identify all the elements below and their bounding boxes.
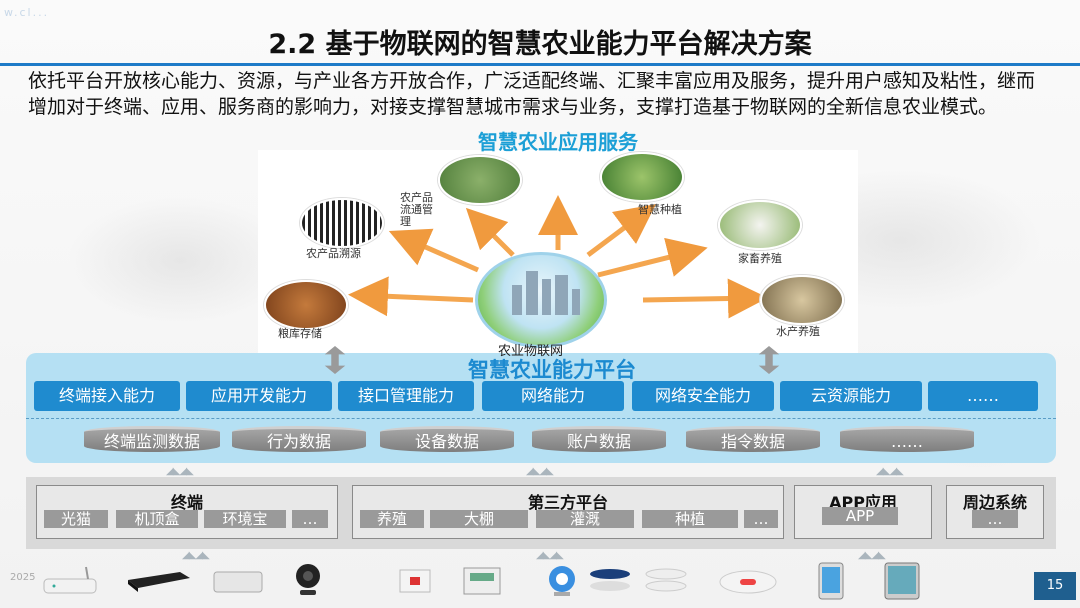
- chip-irrigation: 灌溉: [536, 510, 634, 528]
- capability-network: 网络能力: [482, 381, 624, 411]
- double-arrow-right-icon: [758, 346, 780, 374]
- group-peripheral-title: 周边系统: [962, 493, 1027, 512]
- title-divider: [0, 63, 1080, 66]
- page-title: 2.2 基于物联网的智慧农业能力平台解决方案: [268, 29, 812, 60]
- platform-title: 智慧农业能力平台: [468, 358, 636, 382]
- capability-more: ……: [928, 381, 1038, 411]
- chip-greenhouse: 大棚: [430, 510, 528, 528]
- logistics-photo: [438, 155, 522, 205]
- settop-box-device: [128, 572, 190, 592]
- datastore-command: 指令数据: [686, 426, 820, 452]
- chip-optical-modem: 光猫: [44, 510, 108, 528]
- chip-third-party-more: …: [744, 510, 778, 528]
- node-label-aquaculture: 水产养殖: [776, 325, 820, 338]
- node-label-trace: 农产品溯源: [306, 247, 361, 260]
- signal-icon: ◢◣◢◣: [182, 550, 210, 561]
- node-label-logistics: 农产品流通管理: [400, 191, 433, 228]
- double-arrow-left-icon: [324, 346, 346, 374]
- hub-label: 农业物联网: [498, 344, 564, 359]
- switch-device: [399, 569, 431, 593]
- capability-network-security: 网络安全能力: [632, 381, 774, 411]
- robot-camera-device: [549, 566, 575, 596]
- meter-device: [463, 567, 501, 595]
- planting-photo: [600, 152, 684, 202]
- arrow-to-granary: [348, 276, 474, 317]
- signal-icon: ◢◣◢◣: [536, 550, 564, 561]
- signal-icon: ◢◣◢◣: [876, 466, 904, 477]
- node-label-livestock: 家畜养殖: [738, 252, 782, 265]
- datastore-device: 设备数据: [380, 426, 514, 452]
- arrow-to-livestock: [586, 204, 656, 257]
- signal-icon: ◢◣◢◣: [858, 550, 886, 561]
- signal-icon: ◢◣◢◣: [526, 466, 554, 477]
- iot-hub-globe: [475, 252, 607, 348]
- arrows-graphic: [348, 195, 768, 319]
- chip-terminal-more: …: [292, 510, 328, 528]
- arrow-to-logistics: [465, 207, 515, 257]
- capability-app-dev: 应用开发能力: [186, 381, 332, 411]
- chip-env-device: 环境宝: [204, 510, 286, 528]
- livestock-photo: [718, 200, 802, 250]
- arrow-to-aquaculture-2: [642, 278, 768, 319]
- env-sensor-device: [213, 571, 263, 593]
- illustration-title: 智慧农业应用服务: [478, 130, 638, 154]
- chip-app: APP: [822, 507, 898, 525]
- chip-breeding: 养殖: [360, 510, 424, 528]
- trace-qr-photo: [300, 198, 384, 248]
- intro-paragraph: 依托平台开放核心能力、资源，与产业各方开放合作，广泛适配终端、汇聚丰富应用及服务…: [28, 70, 1036, 118]
- capability-interface-mgmt: 接口管理能力: [338, 381, 474, 411]
- aquaculture-photo: [760, 275, 844, 325]
- signal-icon: ◢◣◢◣: [166, 466, 194, 477]
- alarm-device: [719, 570, 777, 594]
- smartphone-device: [818, 562, 844, 600]
- chip-settop-box: 机顶盒: [116, 510, 198, 528]
- node-label-planting: 智慧种植: [638, 203, 682, 216]
- smoke-detector-devices: [590, 568, 687, 592]
- webcam-device: [296, 564, 320, 595]
- datastore-more: ……: [840, 426, 974, 452]
- arrow-to-trace: [388, 228, 480, 273]
- granary-photo: [264, 280, 348, 330]
- capability-cloud: 云资源能力: [780, 381, 922, 411]
- page-number: 15: [1034, 572, 1076, 600]
- panel-divider: [26, 418, 1056, 419]
- chip-planting: 种植: [642, 510, 738, 528]
- group-third-party-title: 第三方平台: [527, 493, 608, 512]
- datastore-account: 账户数据: [532, 426, 666, 452]
- tablet-device: [884, 562, 920, 600]
- watermark: w.cl...: [4, 6, 50, 19]
- arrow-to-aquaculture: [597, 237, 708, 278]
- node-label-granary: 粮库存储: [278, 327, 322, 340]
- datastore-terminal-monitor: 终端监测数据: [84, 426, 220, 452]
- datastore-behavior: 行为数据: [232, 426, 366, 452]
- capability-terminal-access: 终端接入能力: [34, 381, 180, 411]
- group-app: [794, 485, 932, 539]
- optical-modem-device: [43, 566, 97, 594]
- footer-year: 2025: [10, 572, 36, 583]
- chip-peripheral-more: …: [972, 510, 1018, 528]
- group-terminal-title: 终端: [170, 493, 203, 512]
